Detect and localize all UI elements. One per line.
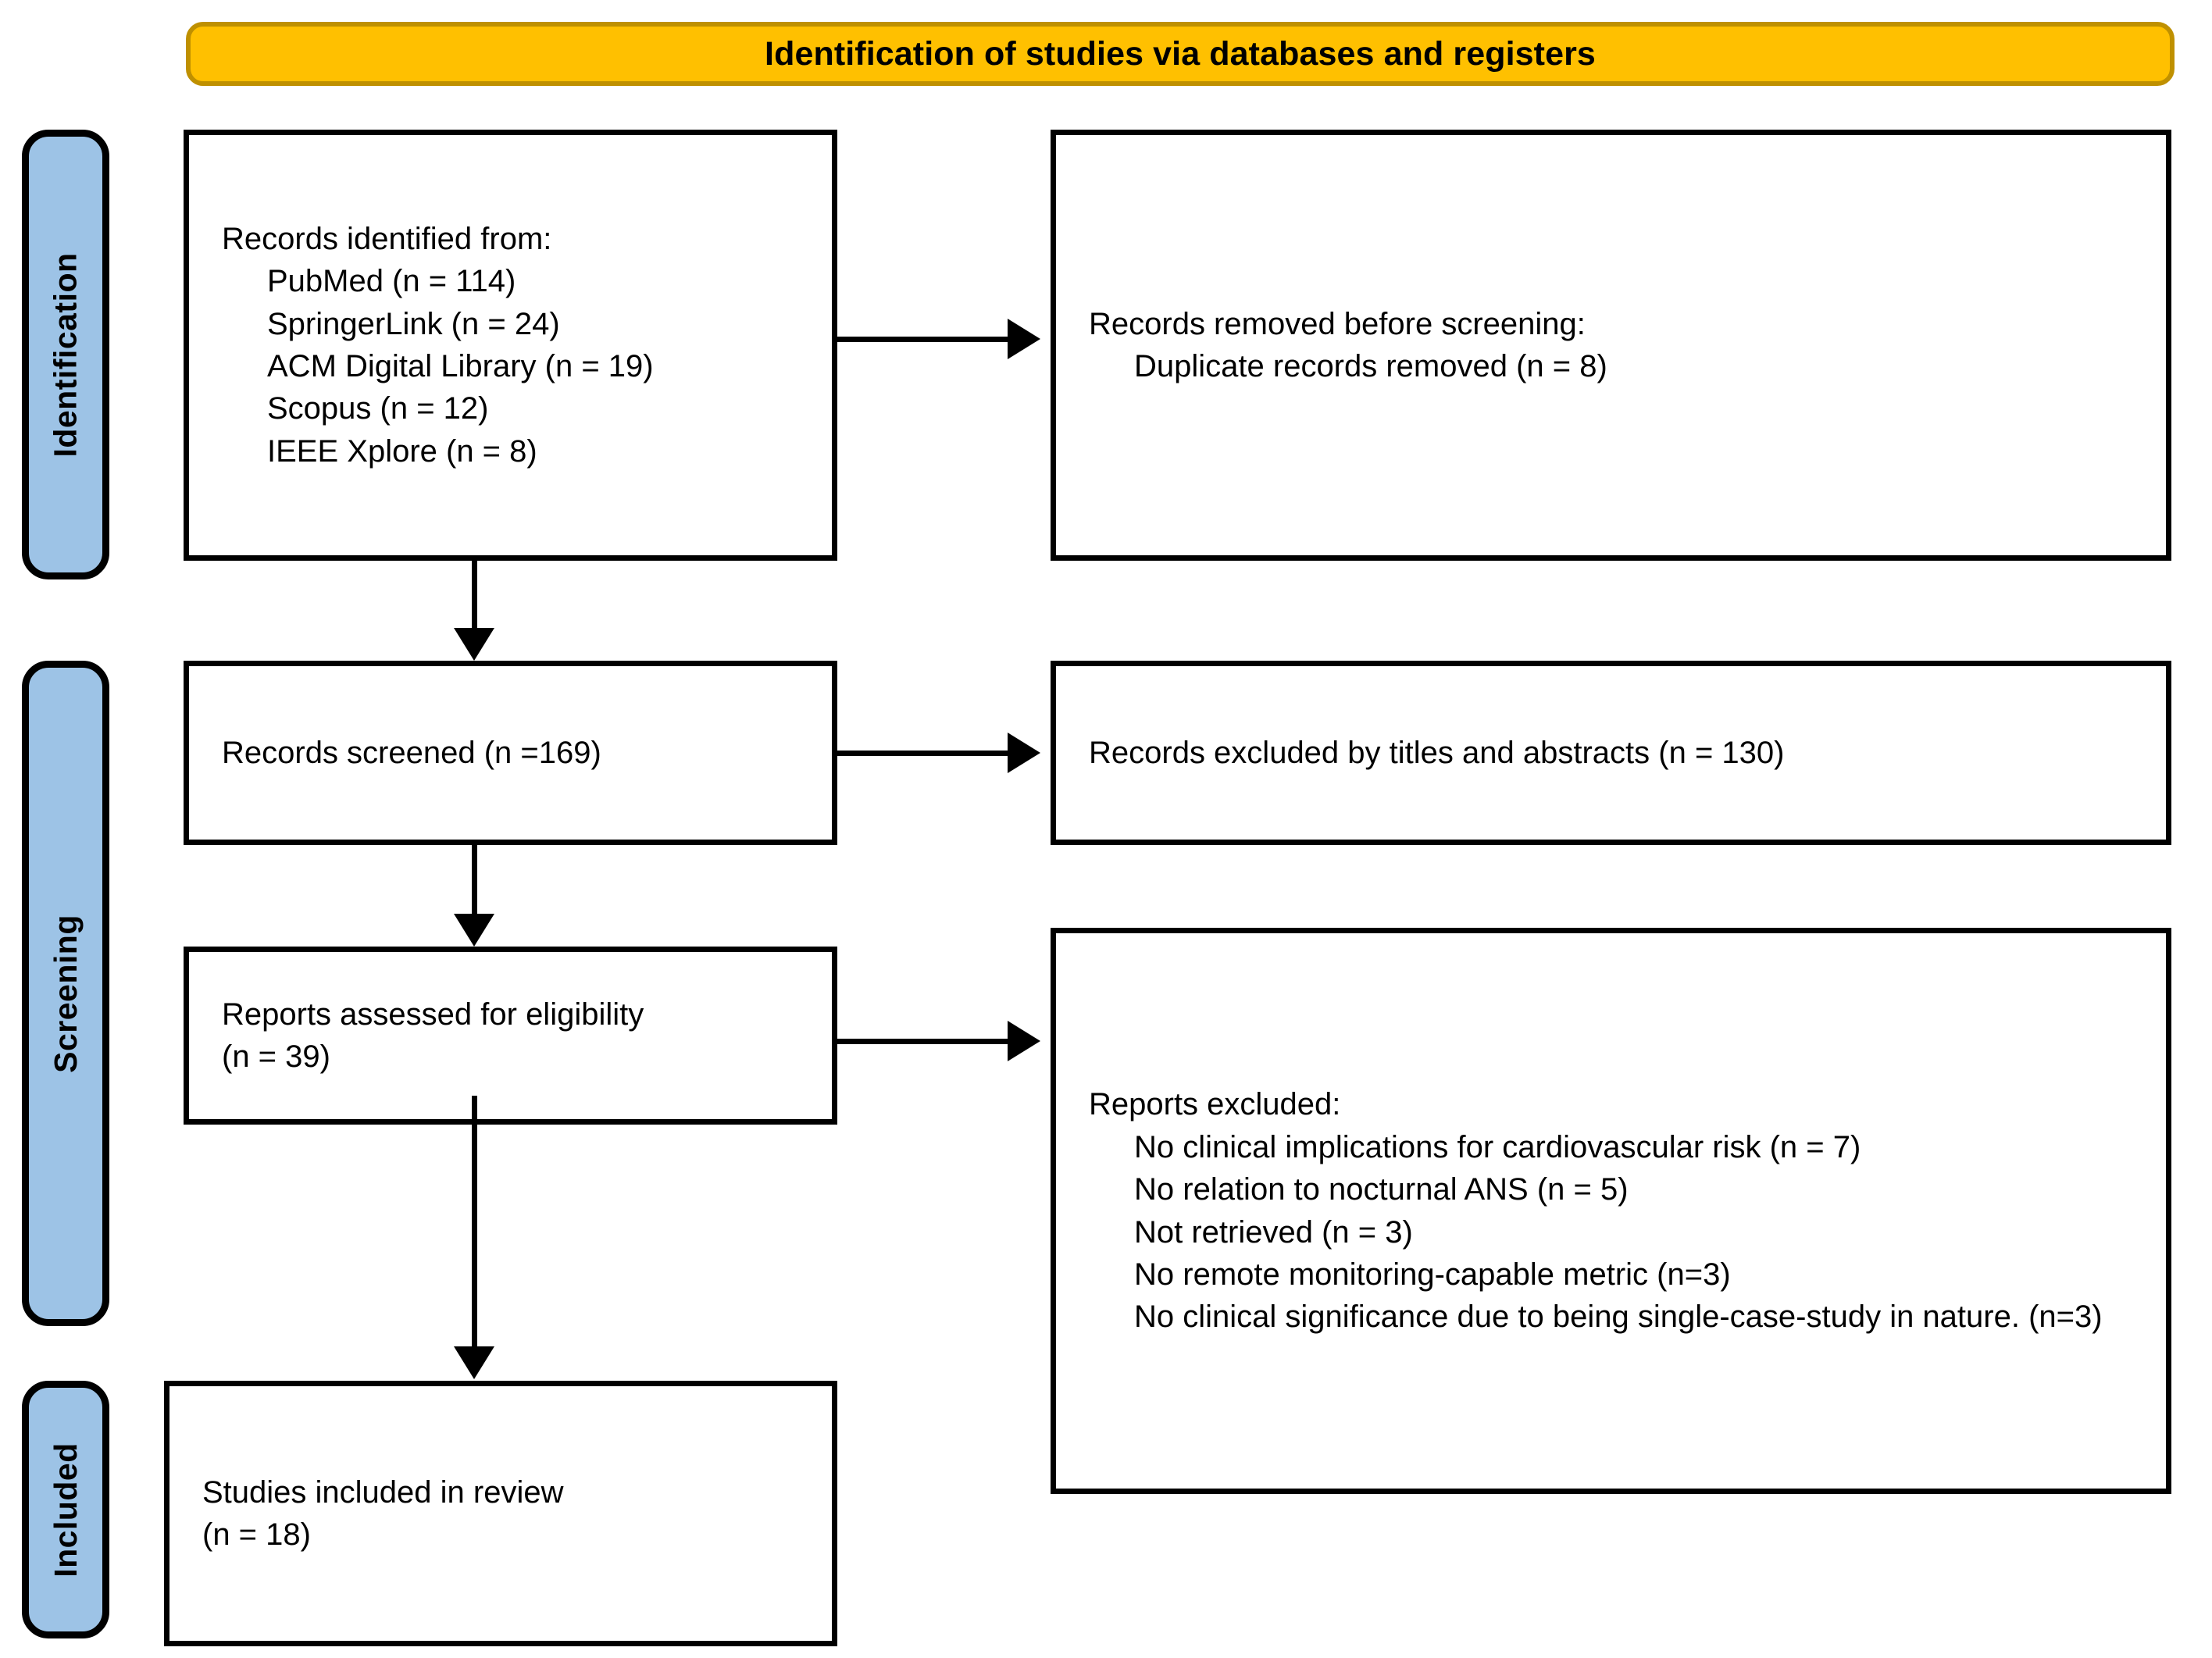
phase-tab-identification: Identification [22,130,109,579]
reports-excluded-item-4: No clinical significance due to being si… [1134,1300,2103,1335]
connector-identified-to-screened-line [472,561,477,629]
records-identified-item-1: SpringerLink (n = 24) [267,306,560,341]
box-reports-assessed: Reports assessed for eligibility (n = 39… [184,947,837,1125]
records-identified-item-0: PubMed (n = 114) [267,264,516,299]
box-reports-excluded: Reports excluded: No clinical implicatio… [1051,928,2171,1494]
reports-assessed-text: Reports assessed for eligibility (n = 39… [189,993,832,1079]
reports-assessed-heading: Reports assessed for eligibility [222,997,644,1032]
box-records-excluded: Records excluded by titles and abstracts… [1051,661,2171,845]
records-screened-heading: Records screened (n =169) [222,735,601,770]
reports-excluded-item-0: No clinical implications for cardiovascu… [1134,1129,1861,1164]
records-excluded-text: Records excluded by titles and abstracts… [1056,732,2166,774]
connector-identified-to-screened-arrowhead [454,628,494,661]
diagram-title: Identification of studies via databases … [765,34,1596,73]
studies-included-heading: Studies included in review [202,1474,564,1510]
connector-screened-to-excluded-line [837,751,1008,756]
connector-assessed-to-excluded-arrowhead [1008,1021,1040,1061]
connector-assessed-to-excluded-line [837,1039,1008,1044]
studies-included-text: Studies included in review (n = 18) [169,1471,832,1556]
records-removed-text: Records removed before screening: Duplic… [1056,303,2166,388]
reports-excluded-text: Reports excluded: No clinical implicatio… [1056,1083,2166,1338]
reports-excluded-item-1: No relation to nocturnal ANS (n = 5) [1134,1172,1629,1207]
box-studies-included: Studies included in review (n = 18) [164,1381,837,1646]
records-identified-item-2: ACM Digital Library (n = 19) [267,349,654,383]
reports-excluded-item-3: No remote monitoring-capable metric (n=3… [1134,1257,1731,1292]
phase-tab-included: Included [22,1381,109,1638]
connector-assessed-to-included-arrowhead [454,1346,494,1379]
connector-identified-to-removed-line [837,337,1008,342]
phase-label-identification: Identification [47,251,84,458]
box-records-identified: Records identified from: PubMed (n = 114… [184,130,837,561]
records-identified-text: Records identified from: PubMed (n = 114… [189,218,832,472]
records-excluded-heading: Records excluded by titles and abstracts… [1089,735,1785,770]
box-records-removed: Records removed before screening: Duplic… [1051,130,2171,561]
phase-tab-screening: Screening [22,661,109,1326]
records-removed-heading: Records removed before screening: [1089,306,1586,341]
phase-label-included: Included [47,1442,84,1578]
connector-identified-to-removed-arrowhead [1008,319,1040,359]
reports-excluded-item-2: Not retrieved (n = 3) [1134,1214,1413,1250]
diagram-title-banner: Identification of studies via databases … [186,22,2175,86]
reports-excluded-heading: Reports excluded: [1089,1087,1341,1122]
studies-included-count: (n = 18) [202,1517,311,1552]
records-screened-text: Records screened (n =169) [189,732,832,774]
connector-assessed-to-included-line [472,1096,477,1348]
records-removed-item-0: Duplicate records removed (n = 8) [1134,349,1607,383]
connector-screened-to-excluded-arrowhead [1008,733,1040,773]
records-identified-item-4: IEEE Xplore (n = 8) [267,433,537,469]
box-records-screened: Records screened (n =169) [184,661,837,845]
records-identified-heading: Records identified from: [222,221,552,256]
records-identified-item-3: Scopus (n = 12) [267,391,489,426]
connector-screened-to-assessed-arrowhead [454,914,494,947]
reports-assessed-count: (n = 39) [222,1039,330,1074]
phase-label-screening: Screening [47,914,84,1073]
connector-screened-to-assessed-line [472,845,477,915]
